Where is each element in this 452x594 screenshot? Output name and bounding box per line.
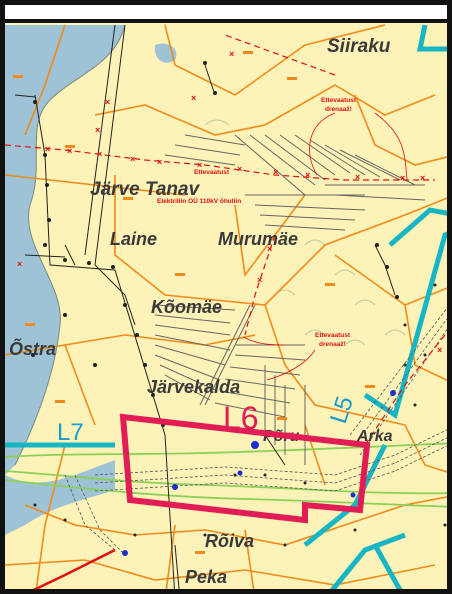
svg-text:×: × [273,167,278,177]
svg-text:×: × [157,157,162,167]
lake [5,25,125,475]
cable-corridor [64,307,447,556]
svg-text:×: × [105,97,110,107]
svg-text:×: × [400,173,405,183]
svg-text:×: × [229,49,234,59]
cable-lines [5,34,446,446]
place-ostra: Õstra [9,338,56,359]
svg-text:×: × [191,93,196,103]
svg-text:×: × [305,170,310,180]
label-l7: L7 [57,419,84,446]
svg-text:×: × [67,146,72,156]
svg-text:×: × [237,164,242,174]
survey-areas [5,24,447,589]
place-arka: Arka [356,428,393,445]
annotation-drainage-1-line2: drenaaž! [325,106,352,113]
svg-text:×: × [197,160,202,170]
annotation-drainage-1-line1: Ettevaatust [321,97,357,104]
place-jarve-tanav: Järve Tanav [90,179,201,200]
top-band [5,5,447,23]
svg-text:×: × [45,144,50,154]
place-siiraku: Siiraku [327,36,391,57]
powerline-red [32,548,116,589]
utility-lines [14,24,396,589]
place-peka: Peka [185,567,227,587]
annotation-arrows [242,112,408,381]
svg-text:×: × [97,149,102,159]
drainage-network [154,134,426,465]
annotation-drainage-2-line2: drenaaž! [319,341,346,348]
svg-text:×: × [130,154,135,164]
place-murumae: Murumäe [218,229,298,249]
svg-text:×: × [95,125,100,135]
annotation-drainage-2-line1: Ettevaatust [315,332,351,339]
place-koomae: Kõomäe [151,297,222,317]
plan-area-l6[interactable] [119,413,371,524]
roads [5,442,447,508]
svg-text:×: × [355,172,360,182]
lake-shore [14,24,126,466]
svg-text:×: × [437,345,442,355]
place-laine: Laine [110,229,157,249]
svg-text:×: × [267,244,272,254]
svg-text:×: × [17,259,22,269]
annotation-powerline-line1: Ettevaatust [194,169,230,176]
place-roiva: Rõiva [205,531,254,551]
map-canvas[interactable]: × × × × × × × × × × × × × × × × × × × × [5,23,452,594]
contour-lines [204,119,406,346]
svg-text:×: × [257,275,262,285]
annotations: Ettevaatust drenaaž! Ettevaatust Elektri… [157,97,357,348]
place-names: Siiraku Järve Tanav Laine Murumäe Kõomäe… [9,36,393,587]
blue-points [122,390,396,556]
cable-markers: × × × × × × × × × × × × × × × × × × × × [17,49,442,355]
building-symbols [13,51,375,554]
property-boundaries [5,24,447,589]
annotation-powerline-line2: Elektriliin OÜ 110kV õhuliin [157,196,241,205]
svg-text:×: × [420,173,425,183]
place-jarvekalda: Järvekalda [147,377,240,397]
